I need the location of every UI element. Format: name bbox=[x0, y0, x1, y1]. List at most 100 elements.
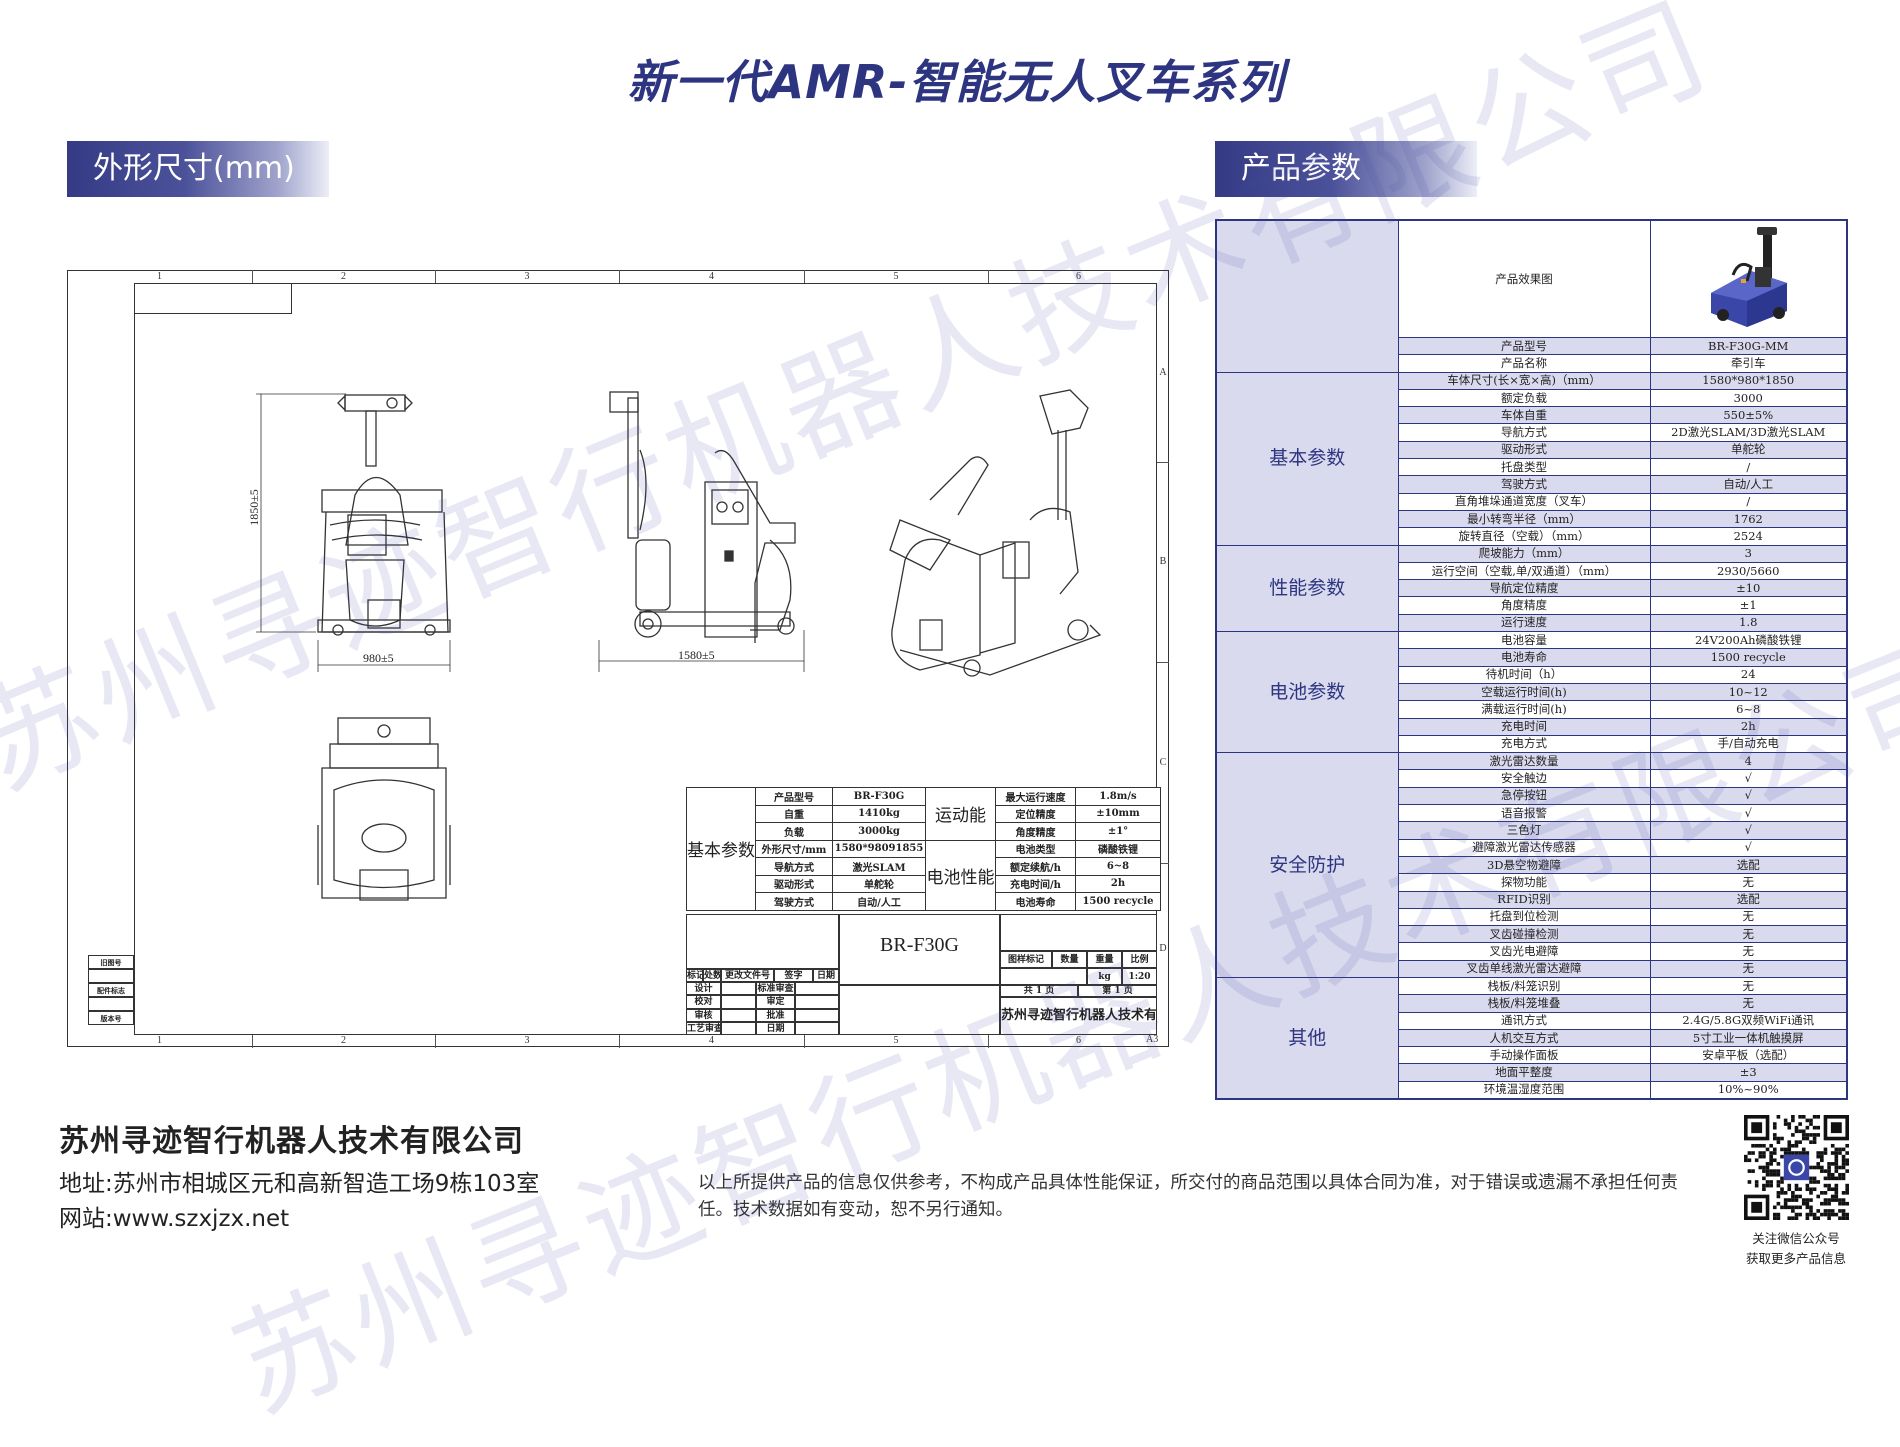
side-label-blank-2 bbox=[88, 997, 134, 1011]
param-name: 充电时间 bbox=[1397, 717, 1651, 736]
drawing-column-number: 3 bbox=[524, 1035, 530, 1046]
group-label-top bbox=[1215, 219, 1399, 373]
side-label-blank bbox=[88, 969, 134, 983]
group-label: 基本参数 bbox=[1215, 371, 1399, 546]
grid-divider bbox=[252, 270, 253, 283]
footer-website[interactable]: 网站:www.szxjzx.net bbox=[59, 1206, 290, 1232]
param-name: 探物功能 bbox=[1397, 873, 1651, 892]
param-name: 旋转直径（空载）（mm） bbox=[1397, 527, 1651, 546]
param-row: RFID识别选配 bbox=[1216, 890, 1848, 909]
param-row: 最小转弯半径（mm）1762 bbox=[1216, 509, 1848, 529]
param-row: 三色灯√ bbox=[1216, 821, 1848, 840]
role-value bbox=[795, 1021, 839, 1035]
drawing-row-letter: C bbox=[1159, 756, 1167, 768]
param-value: 10%~90% bbox=[1649, 1080, 1848, 1100]
param-value: / bbox=[1649, 458, 1848, 477]
top-view-drawing bbox=[317, 717, 451, 901]
drawing-row-letter: B bbox=[1159, 556, 1167, 567]
group-label: 安全防护 bbox=[1215, 752, 1399, 978]
grid-divider bbox=[804, 1035, 805, 1048]
param-name: 产品名称 bbox=[1397, 354, 1651, 373]
param-name: 产品型号 bbox=[1397, 336, 1651, 356]
wechat-qr-code bbox=[1744, 1115, 1849, 1220]
param-value: 自动/人工 bbox=[1649, 475, 1848, 494]
grid-divider bbox=[252, 1035, 253, 1048]
param-row: 性能参数爬坡能力（mm）3 bbox=[1215, 544, 1848, 633]
spec-value: ±10mm bbox=[1075, 804, 1161, 823]
role-label: 标准审查 bbox=[756, 982, 795, 996]
param-value: 无 bbox=[1649, 907, 1848, 927]
side-view-drawing bbox=[609, 391, 796, 643]
param-value: 24 bbox=[1649, 665, 1848, 684]
param-value: 牵引车 bbox=[1649, 354, 1848, 373]
param-name: 车体尺寸(长×宽×高)（mm） bbox=[1397, 371, 1651, 390]
footer-company-name: 苏州寻迹智行机器人技术有限公司 bbox=[59, 1124, 524, 1159]
group-label: 电池参数 bbox=[1215, 631, 1399, 754]
grid-divider bbox=[1157, 662, 1169, 663]
param-row: 栈板/料笼堆叠无 bbox=[1216, 994, 1848, 1013]
param-name: 电池寿命 bbox=[1397, 648, 1651, 667]
param-name: 地面平整度 bbox=[1397, 1063, 1651, 1082]
role-label: 设计 bbox=[686, 982, 721, 996]
spec-value: 1580*98091855 bbox=[832, 839, 926, 858]
group-label: 其他 bbox=[1215, 976, 1399, 1100]
param-name: 栈板/料笼识别 bbox=[1397, 976, 1651, 996]
params-section-header: 产品参数 bbox=[1215, 141, 1477, 197]
grid-divider bbox=[619, 270, 620, 283]
footer-address: 地址:苏州市相城区元和高新智造工场9栋103室 bbox=[59, 1171, 540, 1197]
param-name: 爬坡能力（mm） bbox=[1397, 544, 1651, 563]
drawing-row-letter: A bbox=[1159, 366, 1167, 378]
isometric-view-drawing bbox=[889, 389, 1102, 677]
title-block-company: 苏州寻迹智行机器人技术有限公司 bbox=[1000, 997, 1157, 1035]
param-name: 直角堆垛通道宽度（叉车） bbox=[1397, 492, 1651, 511]
param-value: 24V200Ah磷酸铁锂 bbox=[1649, 631, 1848, 650]
param-name: 车体自重 bbox=[1397, 406, 1651, 425]
grid-divider bbox=[435, 270, 436, 283]
param-name: 急停按钮 bbox=[1397, 786, 1651, 806]
spec-key: 自重 bbox=[755, 804, 833, 823]
param-row: 安全触边√ bbox=[1216, 769, 1848, 788]
drawing-column-number: 4 bbox=[709, 1035, 714, 1046]
scale-value: 1:20 bbox=[1122, 968, 1157, 985]
param-name: 额定负载 bbox=[1397, 388, 1651, 408]
param-value: 2D激光SLAM/3D激光SLAM bbox=[1649, 423, 1848, 442]
param-value: 安卓平板（选配） bbox=[1649, 1046, 1848, 1065]
drawing-column-number: 4 bbox=[709, 271, 714, 282]
param-value: 1500 recycle bbox=[1649, 648, 1848, 667]
param-value: 无 bbox=[1649, 942, 1848, 961]
side-label-version: 版本号 bbox=[88, 1011, 134, 1025]
spec-key: 角度精度 bbox=[995, 822, 1076, 841]
param-value: 单舵轮 bbox=[1649, 440, 1848, 460]
spec-battery-label: 电池性能 bbox=[925, 839, 996, 911]
param-value: 2524 bbox=[1649, 527, 1848, 546]
side-label-old-drawing: 旧图号 bbox=[88, 955, 134, 969]
grid-divider bbox=[435, 1035, 436, 1048]
param-value: √ bbox=[1649, 804, 1848, 823]
total-pages: 共 1 页 bbox=[1000, 985, 1078, 997]
role-label: 校对 bbox=[686, 995, 721, 1009]
param-name: 空载运行时间(h) bbox=[1397, 682, 1651, 702]
role-label: 审定 bbox=[756, 995, 795, 1009]
role-label: 工艺审查 bbox=[686, 1021, 721, 1035]
info-header: 数量 bbox=[1052, 951, 1087, 968]
revision-grid-blank bbox=[686, 914, 839, 969]
revision-header: 处数 bbox=[703, 969, 721, 982]
qr-caption-follow: 关注微信公众号 bbox=[1752, 1231, 1840, 1246]
param-value: 无 bbox=[1649, 976, 1848, 996]
spec-key: 最大运行速度 bbox=[995, 787, 1076, 806]
title-block-blank bbox=[839, 985, 1000, 1035]
param-value: 5寸工业一体机触摸屏 bbox=[1649, 1028, 1848, 1048]
param-value: √ bbox=[1649, 769, 1848, 788]
param-name: 激光雷达数量 bbox=[1397, 752, 1651, 771]
info-header: 重量 bbox=[1087, 951, 1122, 968]
footer-disclaimer: 以上所提供产品的信息仅供参考，不构成产品具体性能保证，所交付的商品范围以具体合同… bbox=[698, 1173, 1678, 1220]
spec-basic-label: 基本参数 bbox=[686, 787, 756, 911]
drawing-frame bbox=[67, 270, 1169, 1047]
param-row: 驱动形式单舵轮 bbox=[1216, 440, 1848, 460]
spec-key: 驱动形式 bbox=[755, 874, 833, 893]
